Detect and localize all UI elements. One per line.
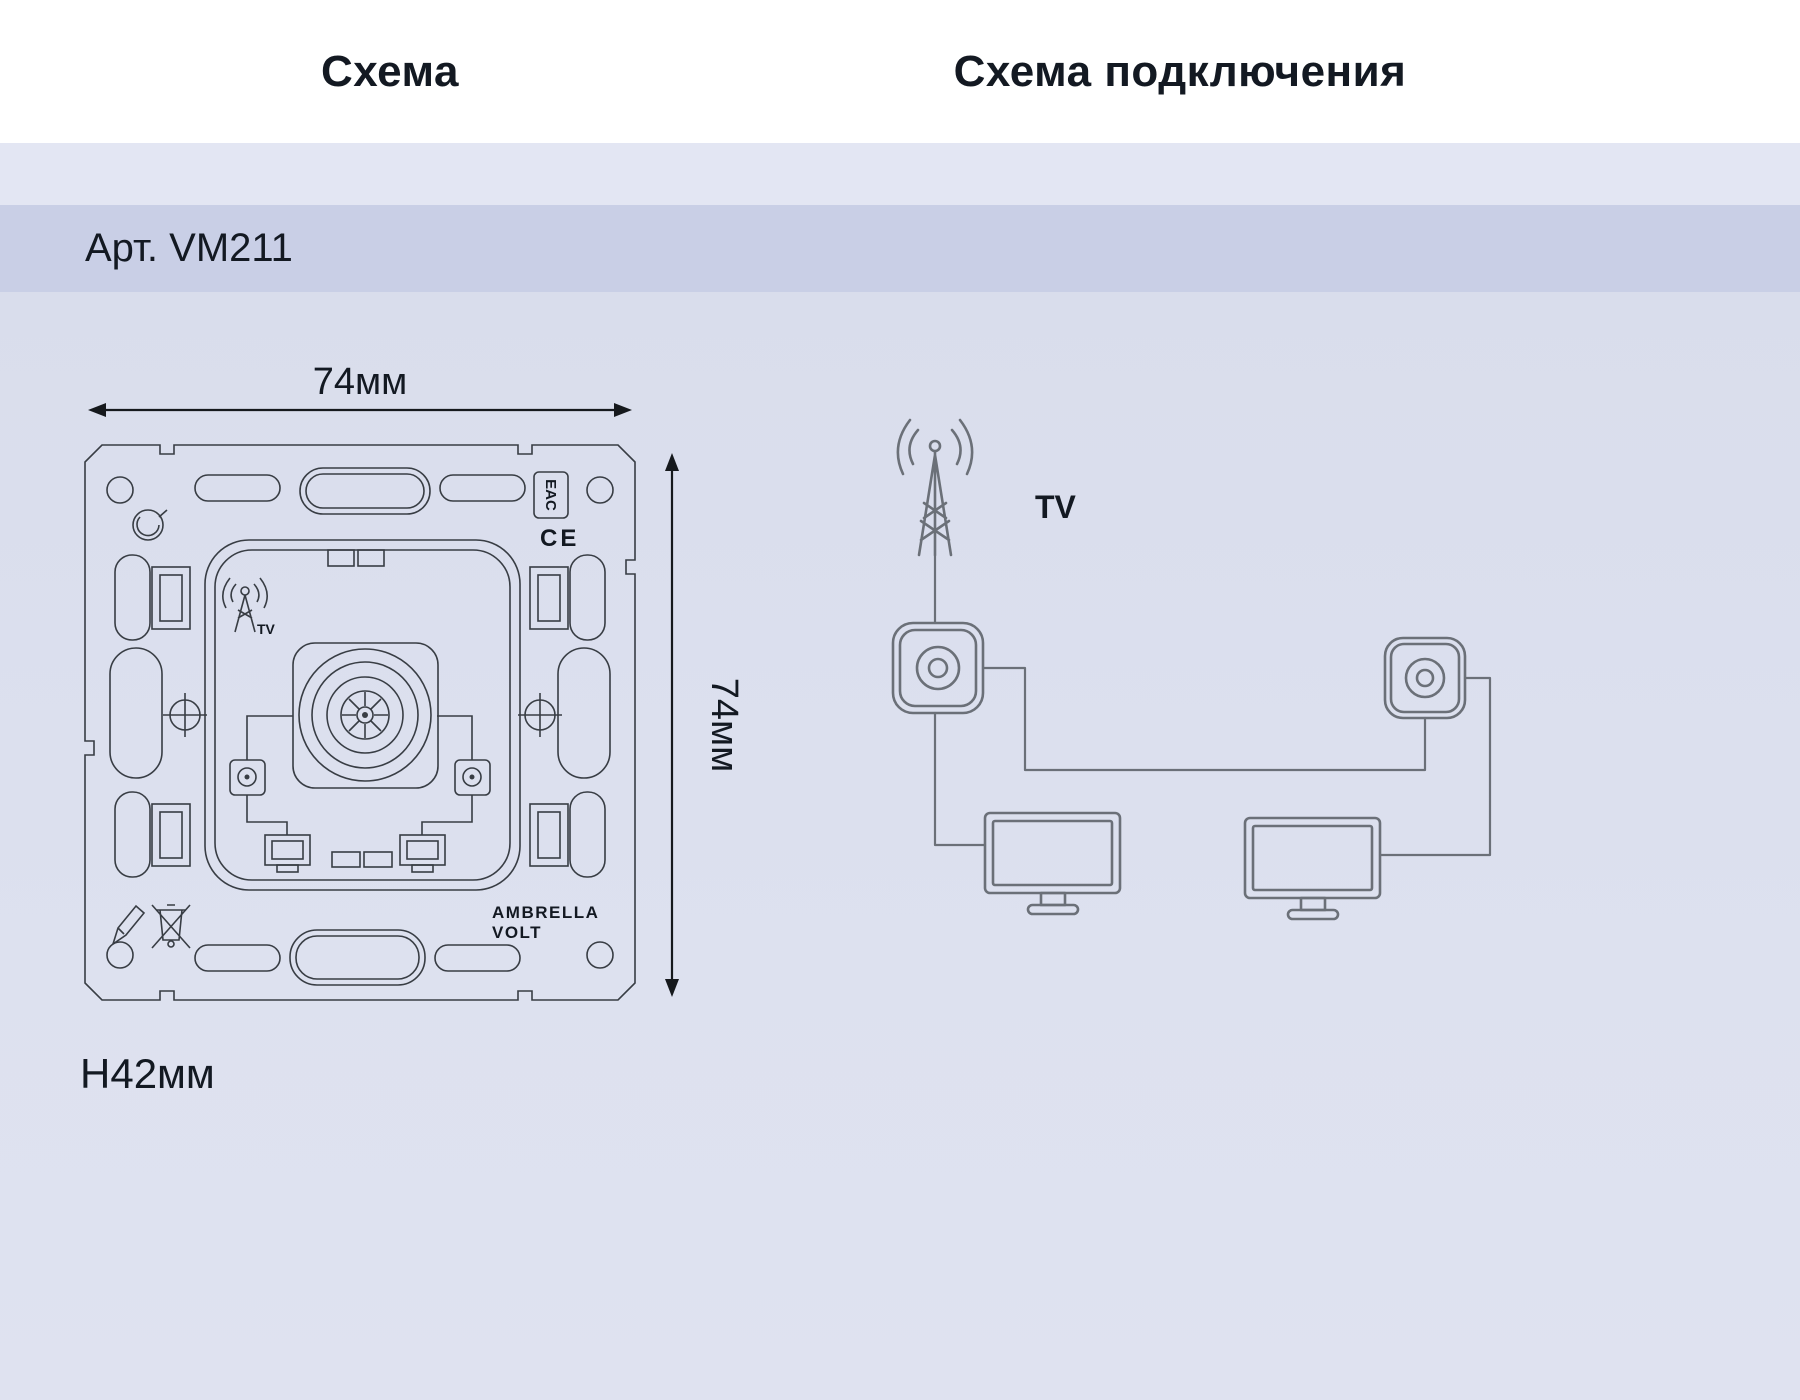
center-plate [204,539,521,891]
mounting-frame-drawing: 74мм 74мм H42мм [80,361,745,1097]
internal-wiring [246,715,473,835]
brand-line2: VOLT [492,923,542,942]
cross-screw-left [163,693,207,737]
cables [933,553,1492,857]
wall-socket-2 [1383,636,1467,720]
no-trash-icon [151,904,191,949]
top-slots [194,467,526,515]
terminal-screw-left [229,759,266,796]
dimension-height: 74мм [665,453,745,997]
cable-socket1-to-socket2 [981,666,1427,772]
frame-outline [84,444,636,1001]
wall-socket-1 [891,621,985,715]
brand-text: AMBRELLA VOLT [492,903,599,942]
article-band: Арт. VM211 [0,205,1800,292]
keyhole-slot-left [109,647,163,779]
antenna-icon-small: TV [222,577,276,637]
antenna-icon [896,418,974,557]
antenna-label: TV [1035,489,1077,525]
side-slots-right-upper [529,554,606,641]
keyhole-slot-right [557,647,611,779]
tv-set-1 [983,811,1122,916]
side-slots-left-lower [114,791,191,878]
eac-mark: EAC [533,471,569,519]
top-strip [0,143,1800,205]
column-title-connection: Схема подключения [953,46,1407,96]
dimension-height-label: 74мм [703,678,745,773]
cross-screw-right [518,693,562,737]
pencil-icon [111,904,146,946]
bottom-slots [194,929,521,986]
tv-mark-label: TV [257,621,276,637]
corner-screw-holes [106,476,614,969]
tv-socket-barrel [292,642,439,789]
article-label: Арт. VM211 [85,226,293,270]
cable-socket2-to-tv2 [1378,676,1492,857]
brand-line1: AMBRELLA [492,903,599,922]
cable-clamp-left [264,834,311,873]
content-background [0,292,1800,1400]
side-slots-left-upper [114,554,191,641]
terminal-screw-right [454,759,491,796]
ce-mark-label: CE [540,525,579,552]
cable-socket1-to-tv1 [933,711,987,847]
cam-lever-icon [132,509,168,541]
header: Схема Схема подключения [0,0,1800,143]
cable-clamp-right [399,834,446,873]
dimension-width: 74мм [88,361,632,417]
dimension-depth-label: H42мм [80,1050,215,1097]
column-title-scheme: Схема [321,46,459,96]
tv-set-2 [1243,816,1382,921]
eac-mark-label: EAC [542,479,559,511]
connection-diagram: TV [891,418,1492,921]
side-slots-right-lower [529,791,606,878]
dimension-width-label: 74мм [313,361,408,403]
